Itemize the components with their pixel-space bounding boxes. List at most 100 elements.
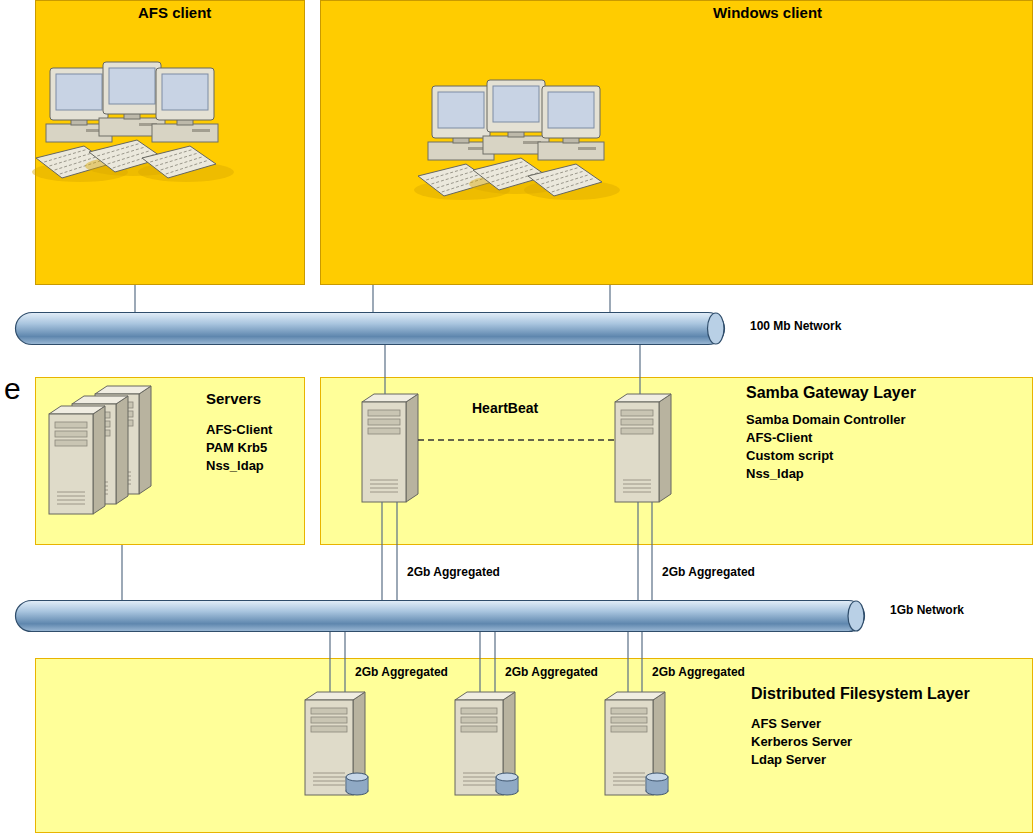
base-unit	[152, 124, 218, 142]
node-item: Nss_ldap	[746, 467, 804, 482]
server-side	[116, 396, 128, 504]
vent	[623, 488, 651, 489]
wire	[479, 658, 480, 692]
vent	[57, 496, 85, 497]
server-icon	[455, 692, 518, 795]
vent	[463, 781, 495, 782]
server-top	[72, 396, 128, 404]
link-label: 2Gb Aggregated	[650, 666, 747, 680]
monitor	[487, 80, 545, 132]
key-row	[431, 171, 473, 184]
key-row	[44, 150, 86, 162]
server-side	[659, 394, 671, 502]
link-label: 2Gb Aggregated	[353, 666, 450, 680]
screen	[438, 92, 484, 128]
drive-bay	[611, 717, 647, 723]
vent	[463, 773, 495, 774]
drive-bay	[55, 422, 87, 428]
vent	[463, 785, 495, 786]
key-row	[541, 171, 583, 184]
pipe-end	[848, 601, 864, 631]
network-link	[628, 632, 642, 658]
node-title: Servers	[206, 390, 261, 407]
base-unit	[538, 142, 604, 160]
wire	[381, 502, 382, 545]
network-link	[639, 345, 640, 377]
wire	[329, 658, 330, 692]
monitor	[432, 86, 490, 138]
wire	[639, 377, 640, 394]
node-item: AFS-Client	[746, 431, 812, 446]
computer-icon	[138, 68, 234, 182]
monitor	[103, 62, 161, 114]
keyboard	[528, 164, 602, 196]
network-link	[609, 285, 610, 312]
drive-bay	[621, 419, 653, 425]
drive-bay	[55, 440, 87, 446]
server-front	[362, 402, 406, 502]
pipe-shape	[15, 600, 865, 632]
screen	[162, 74, 208, 110]
node-item: Ldap Server	[751, 753, 826, 768]
server-front	[49, 414, 93, 514]
network-link	[638, 545, 652, 600]
layer-box: Distributed Filesystem LayerAFS ServerKe…	[35, 658, 1033, 833]
server-icon	[605, 692, 668, 795]
node-item: AFS-Client	[206, 423, 272, 438]
drive-slot	[578, 147, 596, 150]
disk-top	[646, 773, 668, 781]
keyboard	[142, 146, 216, 178]
drive-bay	[311, 726, 347, 732]
network-bus: 100 Mb Network	[15, 312, 725, 345]
node-item: Nss_ldap	[206, 459, 264, 474]
key-row	[486, 165, 528, 178]
drive-bay	[621, 410, 653, 416]
server-icon	[305, 692, 368, 795]
wire	[651, 502, 652, 545]
server-icon	[49, 406, 105, 514]
vent	[463, 777, 495, 778]
screen	[109, 68, 155, 104]
vent	[313, 781, 345, 782]
node-title: Distributed Filesystem Layer	[751, 685, 970, 703]
link-label: 2Gb Aggregated	[503, 666, 600, 680]
wire	[344, 658, 345, 692]
monitor	[156, 68, 214, 120]
illustration	[32, 62, 671, 795]
vent	[370, 488, 398, 489]
key-row	[150, 150, 192, 162]
drive-bay	[368, 410, 400, 416]
vent	[613, 777, 645, 778]
link-label: HeartBeat	[470, 400, 540, 416]
monitor	[50, 68, 108, 120]
vent	[313, 777, 345, 778]
wire	[494, 658, 495, 692]
key-row	[547, 175, 589, 188]
key-row	[552, 178, 594, 192]
network-link	[382, 545, 397, 600]
node-title: 1Gb Network	[890, 604, 964, 618]
node-item: Kerberos Server	[751, 735, 852, 750]
stray-letter: e	[2, 372, 23, 407]
disk-top	[496, 773, 518, 781]
node-item: Custom script	[746, 449, 833, 464]
vent	[57, 492, 85, 493]
drive-bay	[368, 428, 400, 434]
server-side	[406, 394, 418, 502]
server-top	[95, 386, 151, 394]
network-link	[134, 285, 135, 312]
wire-extensions	[330, 377, 652, 692]
drive-slot	[192, 129, 210, 132]
vent	[613, 781, 645, 782]
vent	[370, 492, 398, 493]
pipe-shape	[15, 312, 725, 345]
node-title: 100 Mb Network	[750, 320, 841, 334]
vent	[623, 484, 651, 485]
computer-icon	[524, 86, 620, 200]
server-side	[93, 406, 105, 514]
wire	[384, 377, 385, 394]
node-item: AFS Server	[751, 717, 821, 732]
server-top	[305, 692, 365, 700]
network-link	[480, 632, 495, 658]
wire	[627, 658, 628, 692]
